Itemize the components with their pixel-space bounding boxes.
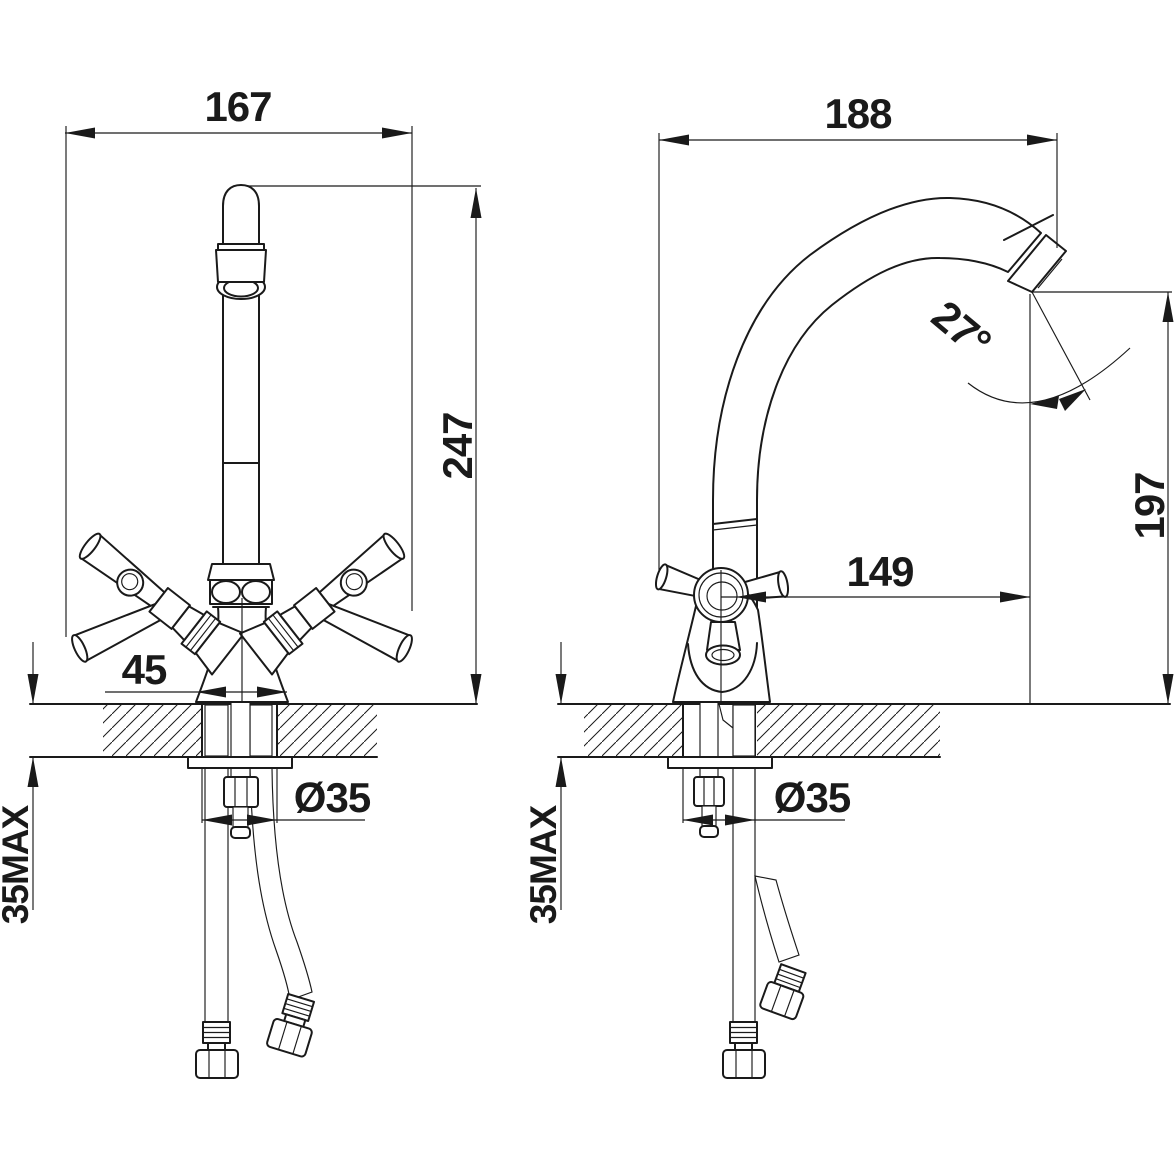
dim-front-deck-thickness: 35MAX bbox=[0, 642, 39, 924]
front-hole-diameter-label: Ø35 bbox=[294, 774, 371, 821]
side-deck-thickness-label: 35MAX bbox=[523, 804, 564, 924]
dim-front-base-width: 45 bbox=[105, 646, 287, 698]
side-countertop-hatch-left bbox=[584, 704, 683, 757]
side-body bbox=[654, 563, 790, 703]
side-body-arch bbox=[687, 642, 758, 693]
front-right-handle-hub bbox=[293, 587, 336, 630]
dim-front-width: 167 bbox=[65, 83, 413, 637]
side-hole-diameter-label: Ø35 bbox=[774, 774, 851, 821]
dim-side-angle: 27° bbox=[923, 291, 1000, 366]
side-hose-front-fitting bbox=[722, 1021, 766, 1079]
front-spout-tube bbox=[222, 292, 260, 565]
front-hose-right-nut bbox=[266, 1018, 313, 1058]
front-spout-top bbox=[222, 184, 260, 245]
side-spout bbox=[712, 196, 1067, 641]
side-view: 188 27° 197 149 Ø35 bbox=[523, 90, 1174, 1079]
front-supply-hoses bbox=[195, 704, 316, 1079]
front-body-collar bbox=[207, 563, 275, 581]
front-hose-left bbox=[195, 704, 239, 1079]
side-handle-spoke-down bbox=[705, 621, 741, 666]
front-deck-thickness-label: 35MAX bbox=[0, 804, 36, 924]
side-spout-tube bbox=[712, 196, 1042, 641]
side-aerator-cap bbox=[1007, 234, 1067, 293]
front-aerator-housing bbox=[215, 249, 267, 283]
front-hose-right-fitting bbox=[266, 992, 316, 1058]
side-hose-rear-nut bbox=[759, 981, 805, 1021]
dim-side-height: 197 bbox=[1126, 292, 1174, 704]
front-hose-left-fitting bbox=[195, 1021, 239, 1079]
front-hose-right bbox=[249, 704, 316, 1058]
front-mounting-hardware bbox=[187, 701, 293, 839]
side-hose-rear bbox=[754, 875, 807, 1021]
front-left-handle-hub bbox=[148, 587, 191, 630]
side-spout-seam bbox=[712, 518, 758, 525]
front-spout bbox=[207, 184, 275, 703]
side-countertop-hatch-right bbox=[757, 704, 940, 757]
front-countertop-hatch-left bbox=[103, 704, 202, 757]
dim-side-depth: 188 bbox=[658, 90, 1058, 570]
side-hose-rear-fitting bbox=[759, 963, 807, 1021]
front-view: 167 247 45 Ø35 35MAX bbox=[0, 83, 482, 1079]
side-hose-front-nut bbox=[722, 1049, 766, 1079]
front-countertop bbox=[29, 703, 478, 758]
side-hose-rear-top bbox=[718, 703, 734, 730]
side-height-label: 197 bbox=[1126, 472, 1173, 539]
front-hose-left-nut bbox=[195, 1049, 239, 1079]
front-height-label: 247 bbox=[434, 412, 481, 479]
side-mounting-nut bbox=[693, 776, 725, 807]
front-right-handle bbox=[238, 532, 413, 676]
side-angle-label: 27° bbox=[923, 291, 1000, 366]
front-base-width-label: 45 bbox=[122, 646, 167, 693]
side-countertop bbox=[557, 703, 1171, 758]
dim-side-deck-thickness: 35MAX bbox=[523, 642, 567, 924]
front-mounting-nut bbox=[223, 776, 259, 808]
front-washer bbox=[187, 756, 293, 769]
front-width-label: 167 bbox=[204, 83, 271, 130]
side-reach-label: 149 bbox=[846, 548, 913, 595]
angle-arc bbox=[967, 347, 1131, 404]
front-countertop-hatch-right bbox=[277, 704, 377, 757]
side-handle-spoke-left bbox=[654, 563, 706, 598]
dim-front-height: 247 bbox=[247, 185, 482, 704]
side-reference-lines bbox=[967, 291, 1172, 703]
side-washer bbox=[667, 756, 773, 769]
dim-side-reach: 149 bbox=[721, 548, 1030, 603]
dim-side-hole-diameter: Ø35 bbox=[682, 768, 852, 826]
dim-front-hole-diameter: Ø35 bbox=[201, 768, 372, 826]
side-hose-front bbox=[732, 704, 756, 1023]
front-left-handle bbox=[71, 532, 246, 676]
side-depth-label: 188 bbox=[824, 90, 892, 137]
